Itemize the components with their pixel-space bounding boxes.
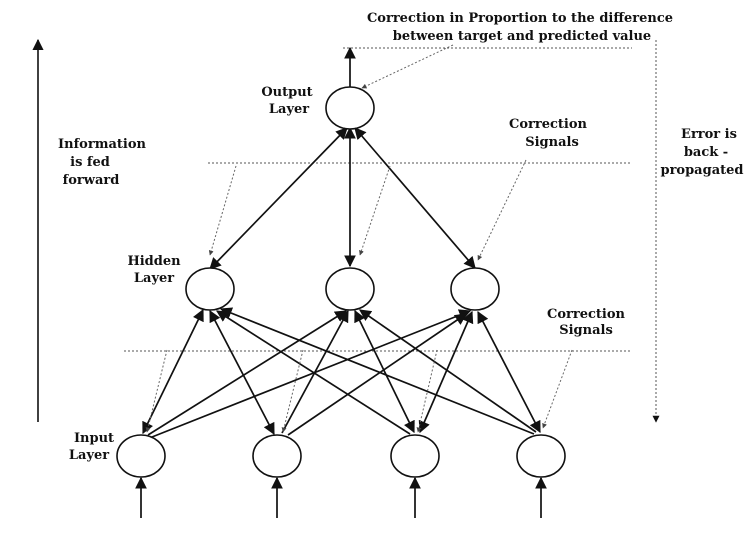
info-label-1: Information bbox=[58, 137, 146, 152]
correction-arrows bbox=[145, 44, 573, 433]
conn-output-hidden-3 bbox=[354, 127, 476, 269]
input-node-3 bbox=[390, 434, 440, 478]
info-label-2: is fed bbox=[70, 155, 110, 170]
error-label-3: propagated bbox=[660, 163, 743, 178]
hidden-node-2 bbox=[325, 267, 375, 311]
output-node bbox=[325, 86, 375, 130]
correction-lower-2: Signals bbox=[559, 323, 613, 338]
info-label-3: forward bbox=[63, 173, 120, 188]
error-label-1: Error is bbox=[681, 127, 737, 142]
output-layer-label-2: Layer bbox=[269, 102, 309, 117]
hidden-node-1 bbox=[185, 267, 235, 311]
input-node-2 bbox=[252, 434, 302, 478]
hidden-node-3 bbox=[450, 267, 500, 311]
correction-lower-1: Correction bbox=[547, 307, 626, 322]
input-layer-label-2: Layer bbox=[69, 448, 109, 463]
error-label-2: back - bbox=[684, 145, 728, 160]
input-layer-label-1: Input bbox=[74, 431, 114, 446]
correction-upper-1: Correction bbox=[509, 117, 588, 132]
input-node-4 bbox=[516, 434, 566, 478]
top-note-line1: Correction in Proportion to the differen… bbox=[367, 11, 673, 26]
correction-upper-2: Signals bbox=[525, 135, 579, 150]
input-arrows bbox=[135, 476, 547, 518]
conn-output-hidden-1 bbox=[209, 127, 348, 270]
top-note-line2: between target and predicted value bbox=[393, 29, 651, 44]
input-hidden-connections bbox=[142, 307, 541, 438]
output-layer-label-1: Output bbox=[261, 85, 312, 100]
hidden-layer-label-2: Layer bbox=[134, 271, 174, 286]
input-node-1 bbox=[116, 434, 166, 478]
hidden-layer-label-1: Hidden bbox=[127, 254, 181, 269]
